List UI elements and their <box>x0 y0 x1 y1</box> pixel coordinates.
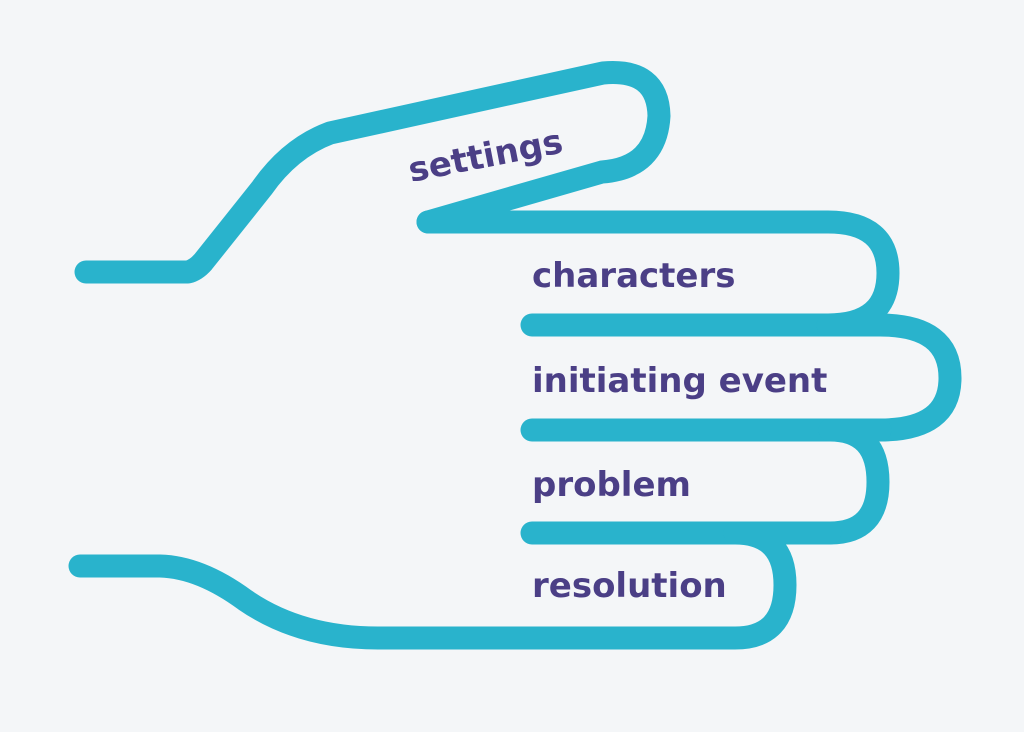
label-problem: problem <box>532 465 691 505</box>
label-initiating-event: initiating event <box>532 361 827 401</box>
little-finger-outline <box>68 521 842 650</box>
label-resolution: resolution <box>532 566 727 606</box>
thumb-outline <box>74 61 671 284</box>
label-characters: characters <box>532 256 736 296</box>
ring-finger-outline <box>520 418 892 545</box>
middle-finger-outline <box>520 313 962 442</box>
